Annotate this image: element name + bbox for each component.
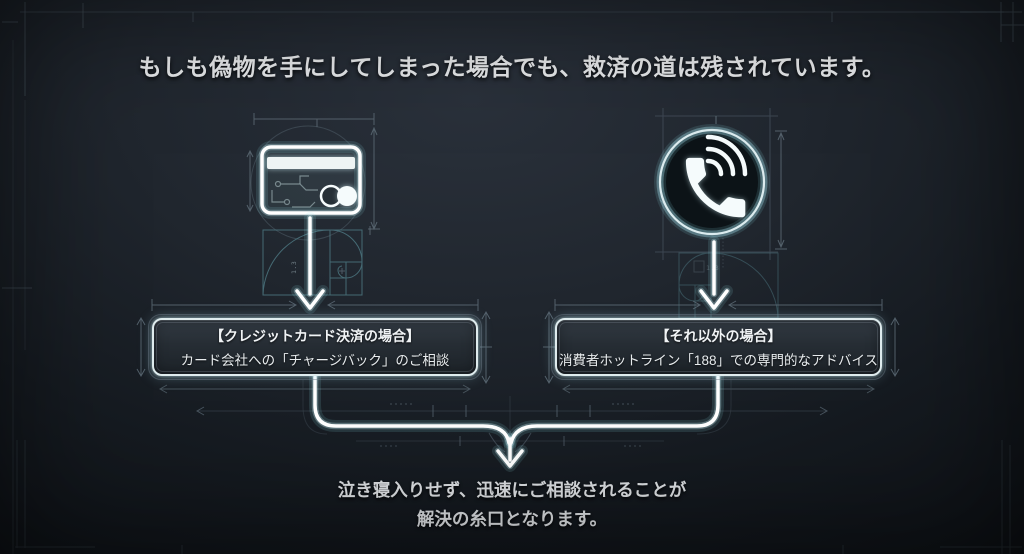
conclusion-line-2: 解決の糸口となります。 bbox=[416, 509, 608, 529]
branch-body-credit-card: カード会社への「チャージバック」のご相談 bbox=[180, 352, 450, 368]
branch-body-phone: 消費者ホットライン「188」での専門的なアドバイス bbox=[558, 352, 879, 368]
branch-heading-phone: 【それ以外の場合】 bbox=[655, 327, 782, 344]
conclusion-text: 泣き寝入りせず、迅速にご相談されることが 解決の糸口となります。 bbox=[0, 476, 1024, 534]
conclusion-line-1: 泣き寝入りせず、迅速にご相談されることが bbox=[337, 480, 687, 500]
phone-handset-icon bbox=[685, 157, 746, 218]
branch-heading-credit-card: 【クレジットカード決済の場合】 bbox=[210, 327, 420, 344]
down-arrow-left bbox=[297, 218, 323, 308]
merge-connector bbox=[315, 377, 718, 466]
golden-spiral-left: 1.3 bbox=[262, 226, 371, 296]
branch-box-phone: 【それ以外の場合】 消費者ホットライン「188」での専門的なアドバイス bbox=[551, 314, 886, 380]
golden-spiral-right: 1.3 bbox=[678, 238, 779, 319]
card-magnetic-stripe bbox=[267, 157, 355, 169]
credit-card-icon bbox=[262, 147, 360, 213]
headline: もしも偽物を手にしてしまった場合でも、救済の道は残されています。 bbox=[138, 55, 886, 80]
phone-sound-waves-icon bbox=[705, 134, 748, 177]
card-logo-circle-solid bbox=[337, 186, 357, 206]
card-circuit-traces bbox=[271, 175, 318, 208]
branch-box-credit-card: 【クレジットカード決済の場合】 カード会社への「チャージバック」のご相談 bbox=[148, 314, 482, 380]
box-dimension-marks bbox=[136, 299, 900, 394]
phone-icon bbox=[660, 130, 764, 234]
spiral-ratio-label-left: 1.3 bbox=[290, 261, 298, 274]
